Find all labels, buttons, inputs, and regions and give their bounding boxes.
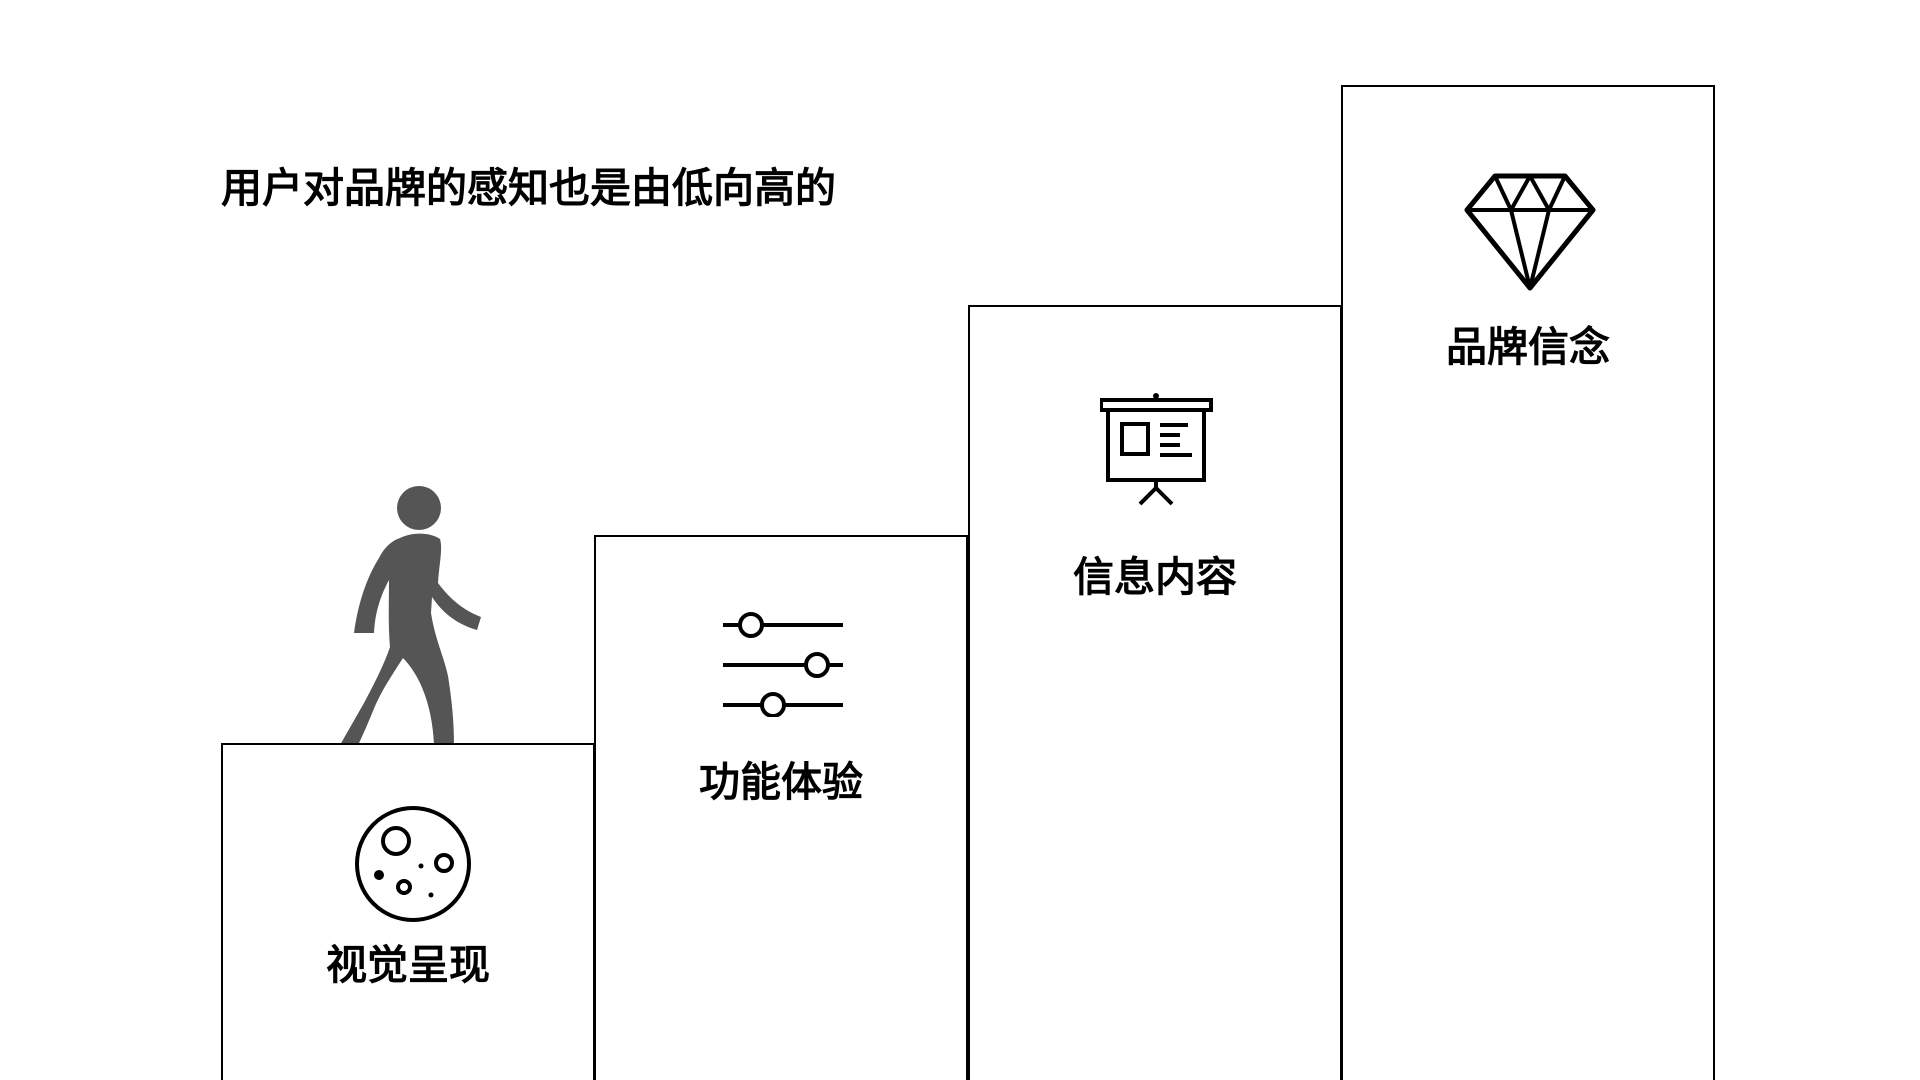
step-label: 视觉呈现 [326,941,490,989]
step-label: 品牌信念 [1446,323,1610,371]
step-visual-presentation: 视觉呈现 [221,743,595,1080]
walking-person-icon [340,486,481,745]
diamond-icon [1464,173,1596,291]
planet-icon [355,806,471,922]
step-function-experience: 功能体验 [594,535,968,1080]
step-information-content: 信息内容 [968,305,1342,1080]
step-label: 信息内容 [1073,553,1237,601]
step-brand-belief: 品牌信念 [1341,85,1715,1080]
step-label: 功能体验 [699,758,863,806]
presentation-board-icon [1100,393,1213,506]
sliders-icon [723,612,843,717]
page-title: 用户对品牌的感知也是由低向高的 [221,164,836,212]
